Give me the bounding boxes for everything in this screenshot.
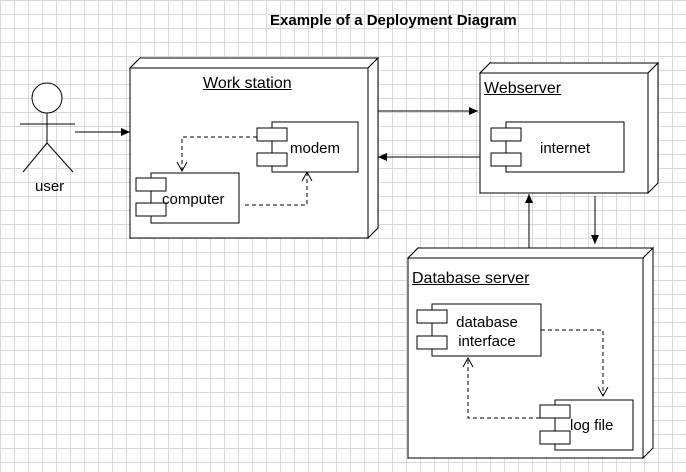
component-computer-tab-bottom	[135, 202, 167, 217]
component-computer-label: computer	[162, 191, 225, 208]
actor-left-leg	[22, 142, 48, 173]
component-internet[interactable]	[490, 121, 625, 173]
component-computer-tab-top	[135, 177, 167, 192]
component-logfile-tab-top	[539, 404, 571, 419]
actor-head	[31, 82, 63, 114]
component-internet-body	[505, 121, 625, 173]
component-computer[interactable]	[135, 172, 240, 224]
component-db-interface-tab-bottom	[416, 335, 448, 350]
dependency-dbinterface-to-logfile	[541, 329, 609, 398]
node-workstation-top-face	[128, 57, 380, 69]
component-modem[interactable]	[256, 121, 359, 173]
component-modem-label: modem	[290, 140, 341, 157]
component-db-interface-body	[431, 303, 542, 357]
actor-right-leg	[46, 142, 74, 173]
user-actor[interactable]	[20, 82, 75, 173]
component-db-interface-label-line2: interface	[458, 333, 516, 350]
component-logfile-label: log file	[570, 417, 614, 434]
dependency-computer-to-modem	[245, 170, 313, 206]
node-workstation-label: Work station	[203, 75, 292, 92]
component-database-interface[interactable]	[416, 303, 542, 357]
actor-label: user	[35, 178, 65, 195]
component-internet-label: internet	[540, 140, 591, 157]
node-webserver-label: Webserver	[484, 80, 562, 97]
component-modem-tab-bottom	[256, 152, 288, 167]
node-database-top-face	[406, 247, 655, 259]
diagram-title: Example of a Deployment Diagram	[270, 12, 517, 29]
component-internet-tab-bottom	[490, 152, 522, 167]
component-logfile[interactable]	[539, 399, 634, 451]
component-internet-tab-top	[490, 127, 522, 142]
node-webserver-side-face	[647, 61, 659, 195]
component-db-interface-label-line1: database	[456, 314, 518, 331]
node-workstation-side-face	[367, 56, 379, 240]
dependency-logfile-to-dbinterface	[462, 356, 540, 419]
component-logfile-tab-bottom	[539, 430, 571, 445]
component-modem-tab-top	[256, 127, 288, 142]
node-database-side-face	[642, 246, 654, 460]
dependency-modem-to-computer	[176, 136, 257, 173]
node-webserver-top-face	[478, 62, 660, 74]
node-database-label: Database server	[412, 270, 530, 287]
component-db-interface-tab-top	[416, 309, 448, 324]
